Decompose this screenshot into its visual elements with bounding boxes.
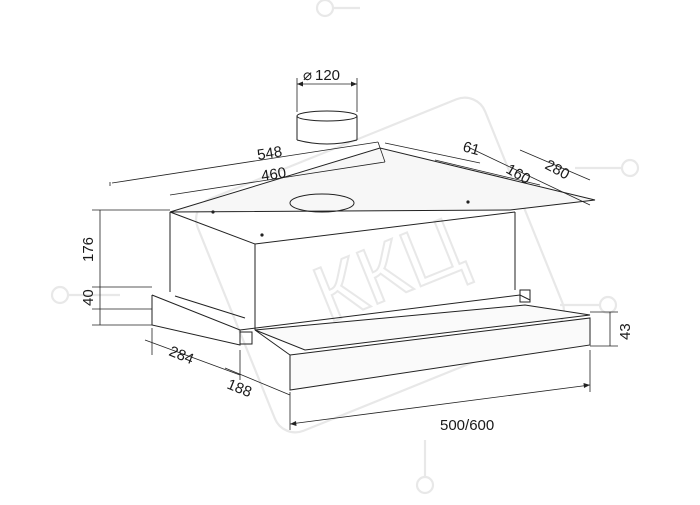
height-40-label: 40 [80, 289, 97, 306]
duct-diameter-symbol: ⌀ [303, 67, 312, 84]
hood-top-panel [169, 147, 596, 237]
depth-188-label: 188 [225, 376, 255, 401]
left-height-dimensions: 176 40 [80, 209, 170, 326]
offset-61-label: 61 [461, 138, 482, 159]
left-depth-dimensions: 284 188 [144, 328, 291, 430]
hood-body [151, 211, 531, 346]
depth-280-label: 280 [542, 157, 572, 184]
inner-width-label: 460 [260, 164, 287, 185]
front-height-43-label: 43 [617, 323, 634, 340]
duct-collar [296, 110, 358, 145]
duct-diameter-dimension: ⌀ 120 [296, 67, 358, 112]
front-width-label: 500/600 [440, 417, 494, 434]
top-width-dimensions: 548 460 [109, 141, 386, 196]
overall-width-label: 548 [256, 143, 283, 164]
watermark-logo: ККЦ [50, 0, 640, 495]
depth-284-label: 284 [167, 343, 197, 368]
front-panel [254, 304, 591, 391]
front-width-dimension: 500/600 [289, 350, 591, 434]
height-176-label: 176 [80, 237, 97, 262]
front-height-dimension: 43 [590, 311, 634, 347]
duct-diameter-label: 120 [315, 67, 340, 84]
